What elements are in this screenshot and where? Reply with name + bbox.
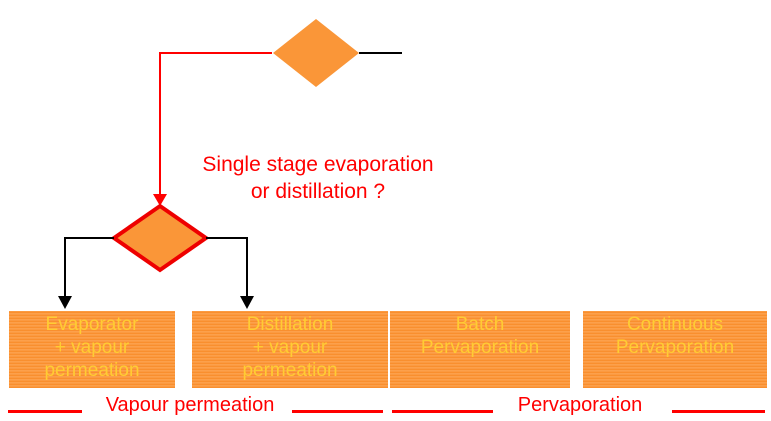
- divider-rule: [392, 410, 493, 413]
- start-diamond-shape: [273, 19, 359, 87]
- connector-left-elbow: [64, 237, 114, 297]
- group-label-vapour-permeation: Vapour permeation: [105, 394, 275, 416]
- group-label-pervaporation: Pervaporation: [517, 394, 643, 416]
- divider-rule: [8, 410, 82, 413]
- black-arrowhead-right-icon: [240, 296, 254, 309]
- question-label: Single stage evaporation or distillation…: [202, 153, 434, 203]
- red-arrowhead-icon: [153, 194, 167, 206]
- question-diamond-shape: [110, 203, 210, 273]
- process-box-evaporator-vapour-permeation: Evaporator + vapour permeation: [9, 311, 175, 388]
- process-box-batch-pervaporation: Batch Pervaporation: [390, 311, 570, 388]
- black-arrowhead-left-icon: [58, 296, 72, 309]
- connector-red-elbow: [159, 52, 272, 196]
- process-box-continuous-pervaporation: Continuous Pervaporation: [583, 311, 767, 388]
- divider-rule: [672, 410, 765, 413]
- divider-rule: [292, 410, 383, 413]
- connector-right-elbow: [206, 237, 248, 297]
- process-box-distillation-vapour-permeation: Distillation + vapour permeation: [192, 311, 388, 388]
